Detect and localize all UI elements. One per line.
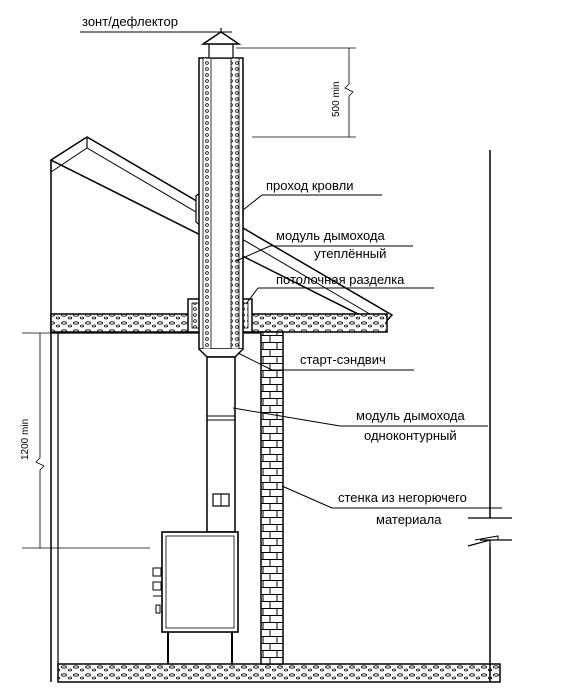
label-single-module-2: одноконтурный	[364, 428, 457, 443]
cap-deflector	[200, 28, 242, 59]
top-clearance-dimension: 500 min	[236, 47, 356, 138]
label-start-sandwich: старт-сэндвич	[300, 352, 386, 367]
label-insulated-module-2: утеплённый	[314, 246, 386, 261]
top-clearance-label: 500 min	[331, 81, 342, 117]
floor-slab	[57, 663, 501, 683]
label-wall-1: стенка из негорючего	[338, 490, 467, 505]
stove	[152, 531, 239, 664]
label-wall-2: материала	[376, 512, 442, 527]
label-single-module-1: модуль дымохода	[356, 408, 465, 423]
floor-ceiling-dimension: 1200 min	[20, 332, 150, 549]
floor-ceiling-label: 1200 min	[20, 419, 31, 460]
label-ceiling-cut: потолочная разделка	[276, 272, 405, 287]
brick-wall	[260, 331, 284, 665]
label-cap: зонт/дефлектор	[82, 14, 178, 29]
start-sandwich	[198, 348, 244, 358]
right-wall-break	[467, 517, 512, 547]
label-insulated-module-1: модуль дымохода	[276, 228, 385, 243]
label-roof-pass: проход кровли	[266, 178, 353, 193]
